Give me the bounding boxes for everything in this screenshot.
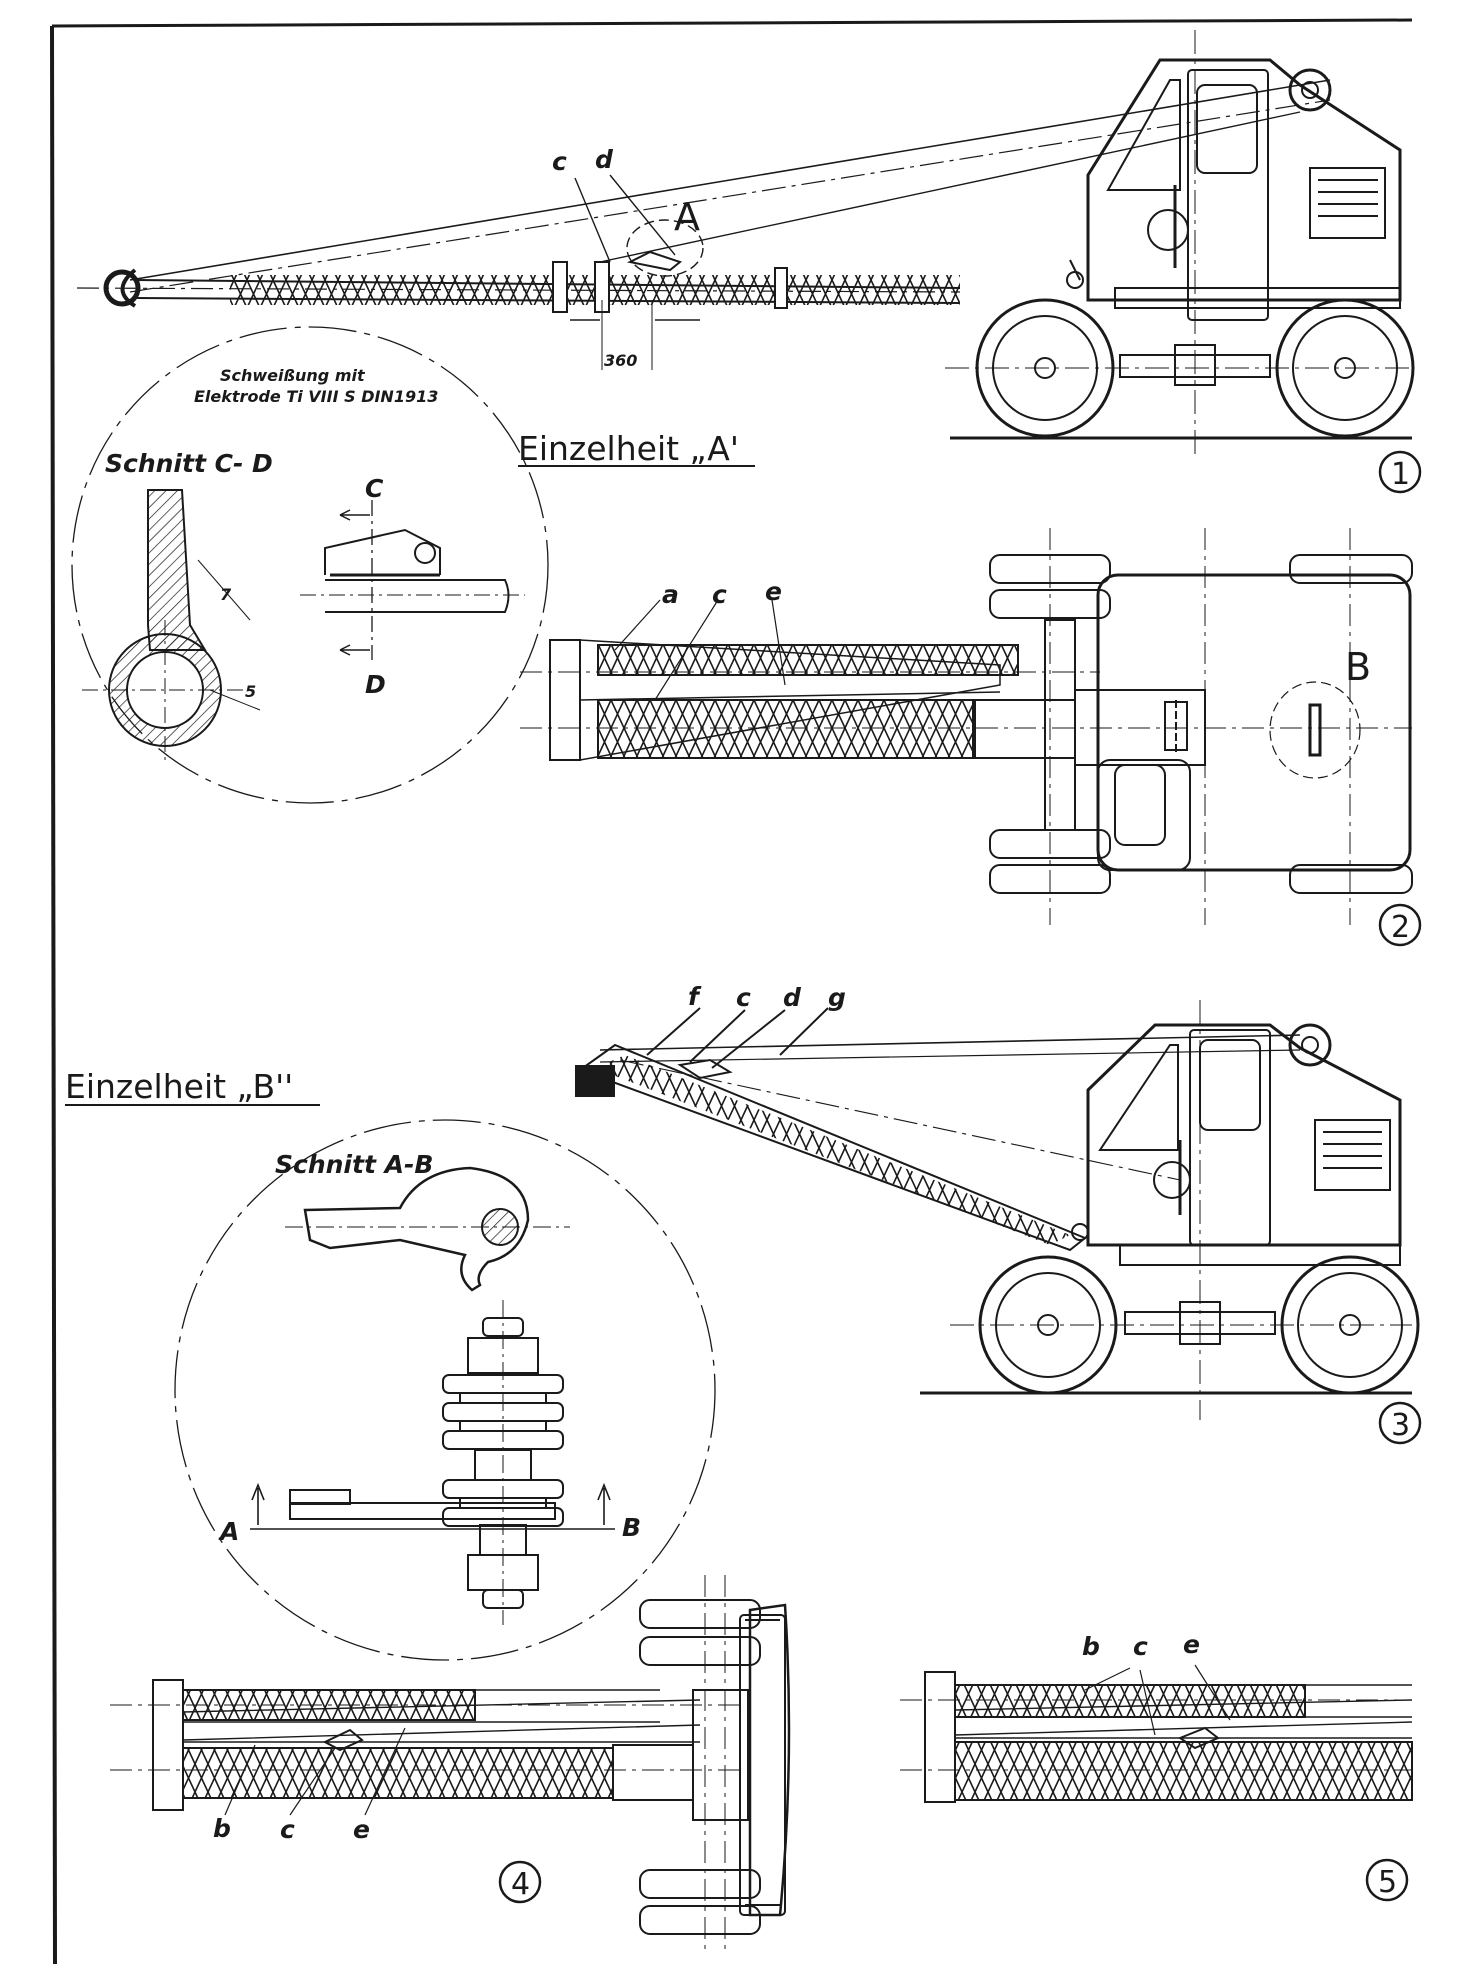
view-number-4: 4 (498, 1860, 542, 1904)
fig1-label-a: A (674, 195, 700, 239)
section-c-d-title: Schnitt C- D (105, 449, 273, 478)
fig1-dimension: 360 (604, 351, 637, 370)
chassis-side (945, 30, 1415, 460)
detail-b (174, 1119, 716, 1661)
luffing-rope (129, 99, 1331, 293)
fig5-label-c: c (1133, 1632, 1148, 1661)
svg-text:5: 5 (1378, 1865, 1397, 1900)
fig1-label-c: c (552, 147, 567, 176)
fig3-label-f: f (688, 982, 702, 1011)
fig2-label-e: e (765, 577, 782, 606)
detail-a-title: Einzelheit „A' (518, 429, 739, 468)
fig3-label-c: c (736, 983, 751, 1012)
detail-a-marker (626, 219, 704, 277)
fig3-label-d: d (783, 983, 802, 1012)
fig2-label-c: c (712, 580, 727, 609)
cut-label-b: B (622, 1513, 641, 1542)
fig4-label-e: e (353, 1815, 370, 1844)
fig3-label-g: g (828, 983, 846, 1012)
view-number-1: 1 (1378, 450, 1422, 494)
figure-4-top-view (110, 1575, 791, 1955)
boom-side (76, 261, 961, 313)
view-number-2: 2 (1378, 903, 1422, 947)
view-number-3: 3 (1378, 1401, 1422, 1445)
figure-5-top-view (900, 1664, 1413, 1803)
fig4-label-c: c (280, 1815, 295, 1844)
svg-text:3: 3 (1391, 1408, 1410, 1443)
cut-label-d: D (365, 670, 386, 699)
figure-1-side-view (76, 30, 1415, 460)
weld-dim-7: 7 (220, 585, 232, 604)
cab-side (1066, 58, 1402, 321)
fig5-label-b: b (1082, 1632, 1100, 1661)
sheet-border (50, 18, 1413, 1965)
svg-text:2: 2 (1391, 910, 1410, 945)
detail-a (71, 326, 549, 804)
view-number-5: 5 (1365, 1858, 1409, 1902)
fig2-label-b: B (1345, 645, 1371, 689)
fig4-label-b: b (213, 1814, 231, 1843)
fig5-label-e: e (1183, 1630, 1200, 1659)
svg-text:1: 1 (1391, 457, 1410, 492)
fig1-label-d: d (595, 145, 614, 174)
weld-dim-5: 5 (245, 682, 256, 701)
figure-3-side-view (575, 1000, 1420, 1420)
weld-note-line2: Elektrode Ti VIII S DIN1913 (194, 387, 438, 406)
section-a-b-title: Schnitt A-B (275, 1150, 433, 1179)
detail-b-title: Einzelheit „B'' (65, 1067, 293, 1106)
figure-2-top-view (520, 528, 1413, 925)
cut-label-a: A (218, 1517, 239, 1546)
hoist-rope (129, 79, 1331, 281)
fig2-label-a: a (662, 580, 679, 609)
weld-note-line1: Schweißung mit (220, 366, 366, 385)
cut-label-c: C (365, 474, 384, 503)
svg-text:4: 4 (511, 1867, 530, 1902)
